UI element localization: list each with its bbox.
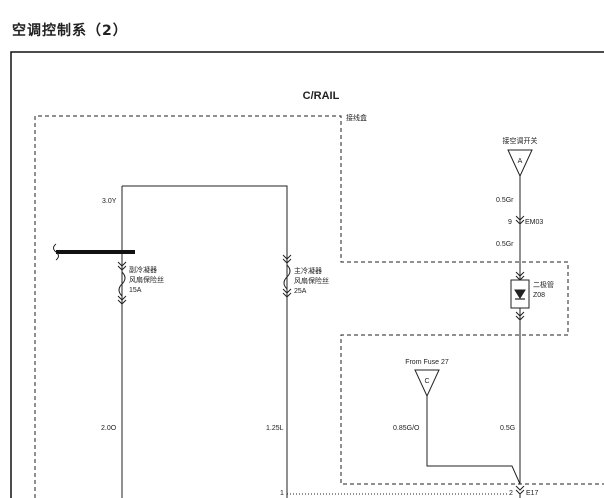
wire-label-0-5g: 0.5G [500,425,515,432]
fuse-1-rating: 15A [129,287,142,294]
wire-0-85g-o [426,396,521,485]
connector-c-letter: C [424,378,429,385]
diode-label-2: Z08 [533,292,545,299]
em03-connector-chevron [515,215,525,225]
connector-a-letter: A [518,158,523,165]
page-title: 空调控制系（2） [12,23,128,39]
em03-label: EM03 [525,219,543,226]
harness-label: 接线盒 [346,113,367,122]
wire-label-0-5gr-top: 0.5Gr [496,197,514,204]
e17-connector-chevron [515,485,525,495]
pin-1-label: 1 [280,490,284,497]
diagram-title: C/RAIL [303,90,340,102]
wire-label-2-0o: 2.0O [101,425,117,432]
em03-pin: 9 [508,219,512,226]
wire-label-1-25l: 1.25L [266,425,284,432]
diode-label-1: 二极管 [533,280,554,289]
fuse-2-line2: 风扇保险丝 [294,276,329,285]
outer-frame [10,51,604,498]
wire-label-3-0y: 3.0Y [102,198,117,205]
junction-box-boundary [34,115,604,498]
from-fuse-label: From Fuse 27 [405,359,449,366]
e17-label: E17 [526,490,539,497]
fuse-1-line2: 风扇保险丝 [129,275,164,284]
fuse-1-line1: 副冷凝器 [129,265,157,274]
diode-z08 [510,271,530,321]
fuse-2 [282,254,292,298]
fuse-2-line1: 主冷凝器 [294,266,322,275]
wire-label-0-5gr-mid: 0.5Gr [496,241,514,248]
pin-2-label: 2 [509,490,513,497]
connector-c-triangle [414,369,440,398]
switch-label: 接空调开关 [503,136,538,145]
fuse-1 [117,261,127,305]
fuse-2-rating: 25A [294,288,307,295]
bus-bar-break [53,243,59,261]
connector-a-triangle [507,149,533,178]
wire-label-0-85g-o: 0.85G/O [393,425,420,432]
wire-3-0y [121,185,288,498]
